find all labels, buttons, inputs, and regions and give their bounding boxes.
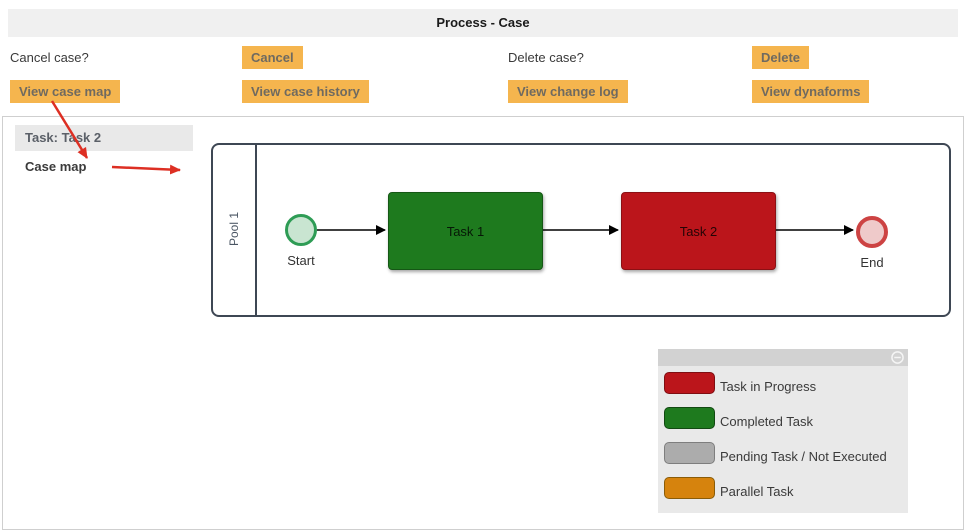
legend-item: Completed Task	[664, 407, 908, 429]
view-change-log-button[interactable]: View change log	[508, 80, 628, 103]
legend-item: Parallel Task	[664, 477, 908, 499]
task-2-node: Task 2	[621, 192, 776, 270]
cancel-case-question: Cancel case?	[10, 47, 89, 69]
cancel-button[interactable]: Cancel	[242, 46, 303, 69]
legend-swatch-completed	[664, 407, 715, 429]
pool-label: Pool 1	[227, 184, 241, 274]
legend-label: Completed Task	[720, 415, 813, 429]
legend-label: Task in Progress	[720, 380, 816, 394]
delete-button[interactable]: Delete	[752, 46, 809, 69]
legend-label: Pending Task / Not Executed	[720, 450, 887, 464]
legend-swatch-parallel	[664, 477, 715, 499]
legend-body: Task in Progress Completed Task Pending …	[658, 366, 908, 499]
page-title: Process - Case	[8, 9, 958, 37]
legend-header	[658, 349, 908, 366]
start-event-label: Start	[271, 253, 331, 268]
delete-case-question: Delete case?	[508, 47, 584, 69]
minus-circle-icon[interactable]	[891, 351, 904, 364]
legend-swatch-in-progress	[664, 372, 715, 394]
sidebar-task-header: Task: Task 2	[15, 125, 193, 151]
legend-item: Pending Task / Not Executed	[664, 442, 908, 464]
end-event-label: End	[842, 255, 902, 270]
legend-panel: Task in Progress Completed Task Pending …	[658, 349, 908, 513]
legend-item: Task in Progress	[664, 372, 908, 394]
task-1-node: Task 1	[388, 192, 543, 270]
start-event	[285, 214, 317, 246]
view-case-map-button[interactable]: View case map	[10, 80, 120, 103]
content-panel: Task: Task 2 Case map Pool 1 Start Task …	[2, 116, 964, 530]
end-event	[856, 216, 888, 248]
pool-lane: Pool 1	[213, 145, 257, 315]
legend-swatch-pending	[664, 442, 715, 464]
sidebar-item-case-map[interactable]: Case map	[25, 159, 86, 174]
view-case-history-button[interactable]: View case history	[242, 80, 369, 103]
legend-label: Parallel Task	[720, 485, 793, 499]
process-diagram-pool: Pool 1	[211, 143, 951, 317]
view-dynaforms-button[interactable]: View dynaforms	[752, 80, 869, 103]
